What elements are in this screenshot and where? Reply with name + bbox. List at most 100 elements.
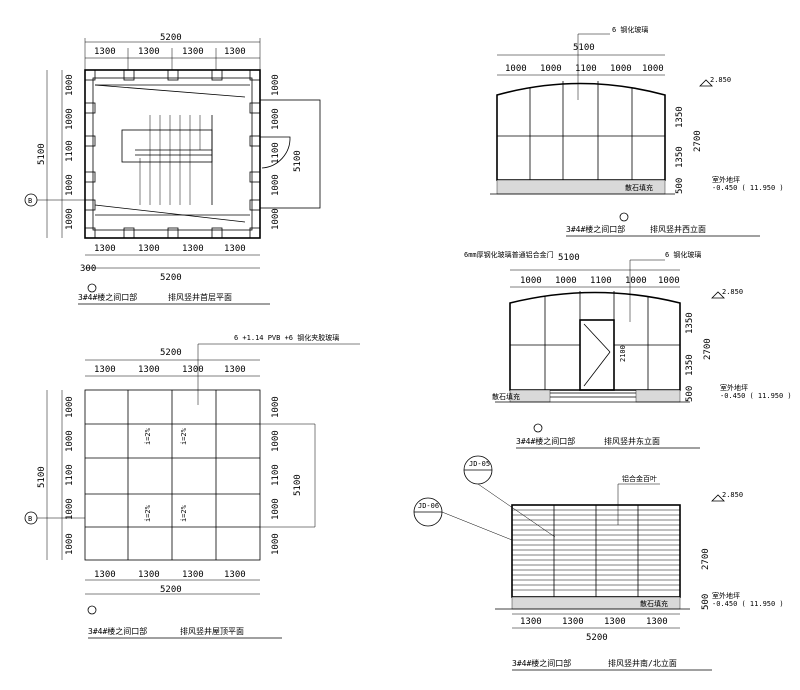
detail-jd06: JD-06 (413, 497, 513, 541)
dim-seg-1: 1300 (520, 617, 542, 627)
dim-left-4: 1000 (65, 498, 75, 520)
dim-seg-5: 1000 (642, 64, 664, 74)
dim-left-2: 1000 (65, 108, 75, 130)
dim-left-4: 1000 (65, 174, 75, 196)
caption-b: 排风竖井首层平面 (168, 292, 232, 302)
dim-right-3: 1100 (271, 464, 281, 486)
dim-total: 5100 (558, 253, 580, 263)
dim-total-top: 5200 (160, 348, 182, 358)
stair (121, 115, 213, 205)
plan-first-floor: 5200 1300 1300 1300 1300 (24, 33, 321, 305)
level-top: 2.850 (722, 288, 743, 296)
svg-text:i=2%: i=2% (144, 504, 152, 522)
dim-right-3: 500 (685, 386, 695, 402)
dim-right-total: 2700 (693, 130, 703, 152)
dim-seg-top-3: 1300 (182, 47, 204, 57)
dim-seg-top-4: 1300 (224, 47, 246, 57)
leader-label-glass: 6 +1.14 PVB +6 钢化夹胶玻璃 (234, 333, 339, 342)
caption-a: 3#4#楼之间口部 (566, 224, 625, 234)
dim-total-bottom: 5200 (160, 585, 182, 595)
dim-seg-bottom-4: 1300 (224, 570, 246, 580)
leader-label: 铝合金百叶 (622, 474, 657, 483)
ground-label: 散石填充 (640, 599, 668, 608)
dim-seg-1: 1000 (520, 276, 542, 286)
dim-seg-bottom-2: 1300 (138, 570, 160, 580)
dim-right-4: 1000 (271, 174, 281, 196)
dim-total-bottom: 5200 (160, 273, 182, 283)
caption-b: 排风竖井东立面 (604, 436, 660, 446)
dim-total: 5200 (586, 633, 608, 643)
elevation-south-north: 铝合金百叶 JD-05 JD-06 (413, 455, 784, 671)
dim-right-3: 1100 (271, 142, 281, 164)
dim-left-1: 1000 (65, 396, 75, 418)
caption-b: 排风竖井南/北立面 (608, 658, 677, 668)
dim-left-total: 5100 (37, 466, 47, 488)
dim-right-2: 1350 (685, 354, 695, 376)
dim-seg-4: 1000 (625, 276, 647, 286)
dim-seg-2: 1000 (540, 64, 562, 74)
caption-a: 3#4#楼之间口部 (78, 292, 137, 302)
dim-right-2: 1350 (675, 146, 685, 168)
detail-b: JD-06 (418, 502, 439, 510)
ground-label: 散石填充 (492, 392, 520, 401)
svg-text:i=2%: i=2% (180, 504, 188, 522)
dim-seg-1: 1000 (505, 64, 527, 74)
detail-jd05: JD-05 (463, 455, 556, 538)
level-bottom: -0.450 ( 11.950 ) (712, 600, 784, 608)
elevation-west: 6 钢化玻璃 5100 1000 1000 1100 1000 1000 散石填… (490, 25, 784, 237)
leader-label: 6 钢化玻璃 (612, 25, 648, 34)
dim-seg-bottom-4: 1300 (224, 244, 246, 254)
plan-roof: 6 +1.14 PVB +6 钢化夹胶玻璃 5200 1300 1300 130… (24, 333, 360, 639)
dim-seg-3: 1100 (590, 276, 612, 286)
dim-right-5: 1000 (271, 208, 281, 230)
dim-right-4: 1000 (271, 498, 281, 520)
dim-right-1: 1350 (675, 106, 685, 128)
dim-total: 5100 (573, 43, 595, 53)
dim-seg-2: 1000 (555, 276, 577, 286)
svg-text:i=2%: i=2% (180, 427, 188, 445)
level-top: 2.850 (722, 491, 743, 499)
dim-right-total: 5100 (293, 474, 303, 496)
column-markers (84, 69, 261, 239)
leader-label-door: 6mm厚钢化玻璃普通铝合金门 (464, 250, 554, 259)
dim-seg-top-3: 1300 (182, 365, 204, 375)
dim-right-5: 1000 (271, 533, 281, 555)
dim-left-total: 5100 (37, 143, 47, 165)
level-label: 室外地坪 (712, 591, 740, 600)
dim-right-1: 2700 (701, 548, 711, 570)
caption-a: 3#4#楼之间口部 (88, 626, 147, 636)
dim-right-1: 1350 (685, 312, 695, 334)
dim-total-top: 5200 (160, 33, 182, 43)
dim-seg-top-2: 1300 (138, 47, 160, 57)
dim-seg-top-4: 1300 (224, 365, 246, 375)
dim-seg-bottom-3: 1300 (182, 244, 204, 254)
level-label: 室外地坪 (720, 383, 748, 392)
louver-slats (512, 505, 680, 597)
dim-left-2: 1000 (65, 430, 75, 452)
level-top: 2.850 (710, 76, 731, 84)
level-label: 室外地坪 (712, 175, 740, 184)
elevation-east: 6mm厚钢化玻璃普通铝合金门 6 钢化玻璃 5100 1000 1000 110… (464, 250, 792, 449)
dim-seg-top-2: 1300 (138, 365, 160, 375)
dim-right-2: 1000 (271, 108, 281, 130)
dim-left-3: 1100 (65, 140, 75, 162)
caption-b: 排风竖井西立面 (650, 224, 706, 234)
dim-seg-3: 1100 (575, 64, 597, 74)
caption-a: 3#4#楼之间口部 (512, 658, 571, 668)
caption-b: 排风竖井屋顶平面 (180, 626, 244, 636)
dim-left-5: 1000 (65, 533, 75, 555)
dim-seg-bottom-3: 1300 (182, 570, 204, 580)
level-bottom: -0.450 ( 11.950 ) (720, 392, 792, 400)
dim-seg-4: 1300 (646, 617, 668, 627)
dim-seg-5: 1000 (658, 276, 680, 286)
axis-marker: B (28, 197, 32, 205)
dim-seg-bottom-1: 1300 (94, 570, 116, 580)
door: 2100 (579, 319, 627, 391)
dim-small: 300 (80, 264, 96, 274)
ground-label: 散石填充 (625, 183, 653, 192)
dim-seg-3: 1300 (604, 617, 626, 627)
dim-right-1: 1000 (271, 74, 281, 96)
dim-right-2: 500 (701, 594, 711, 610)
svg-text:i=2%: i=2% (144, 427, 152, 445)
